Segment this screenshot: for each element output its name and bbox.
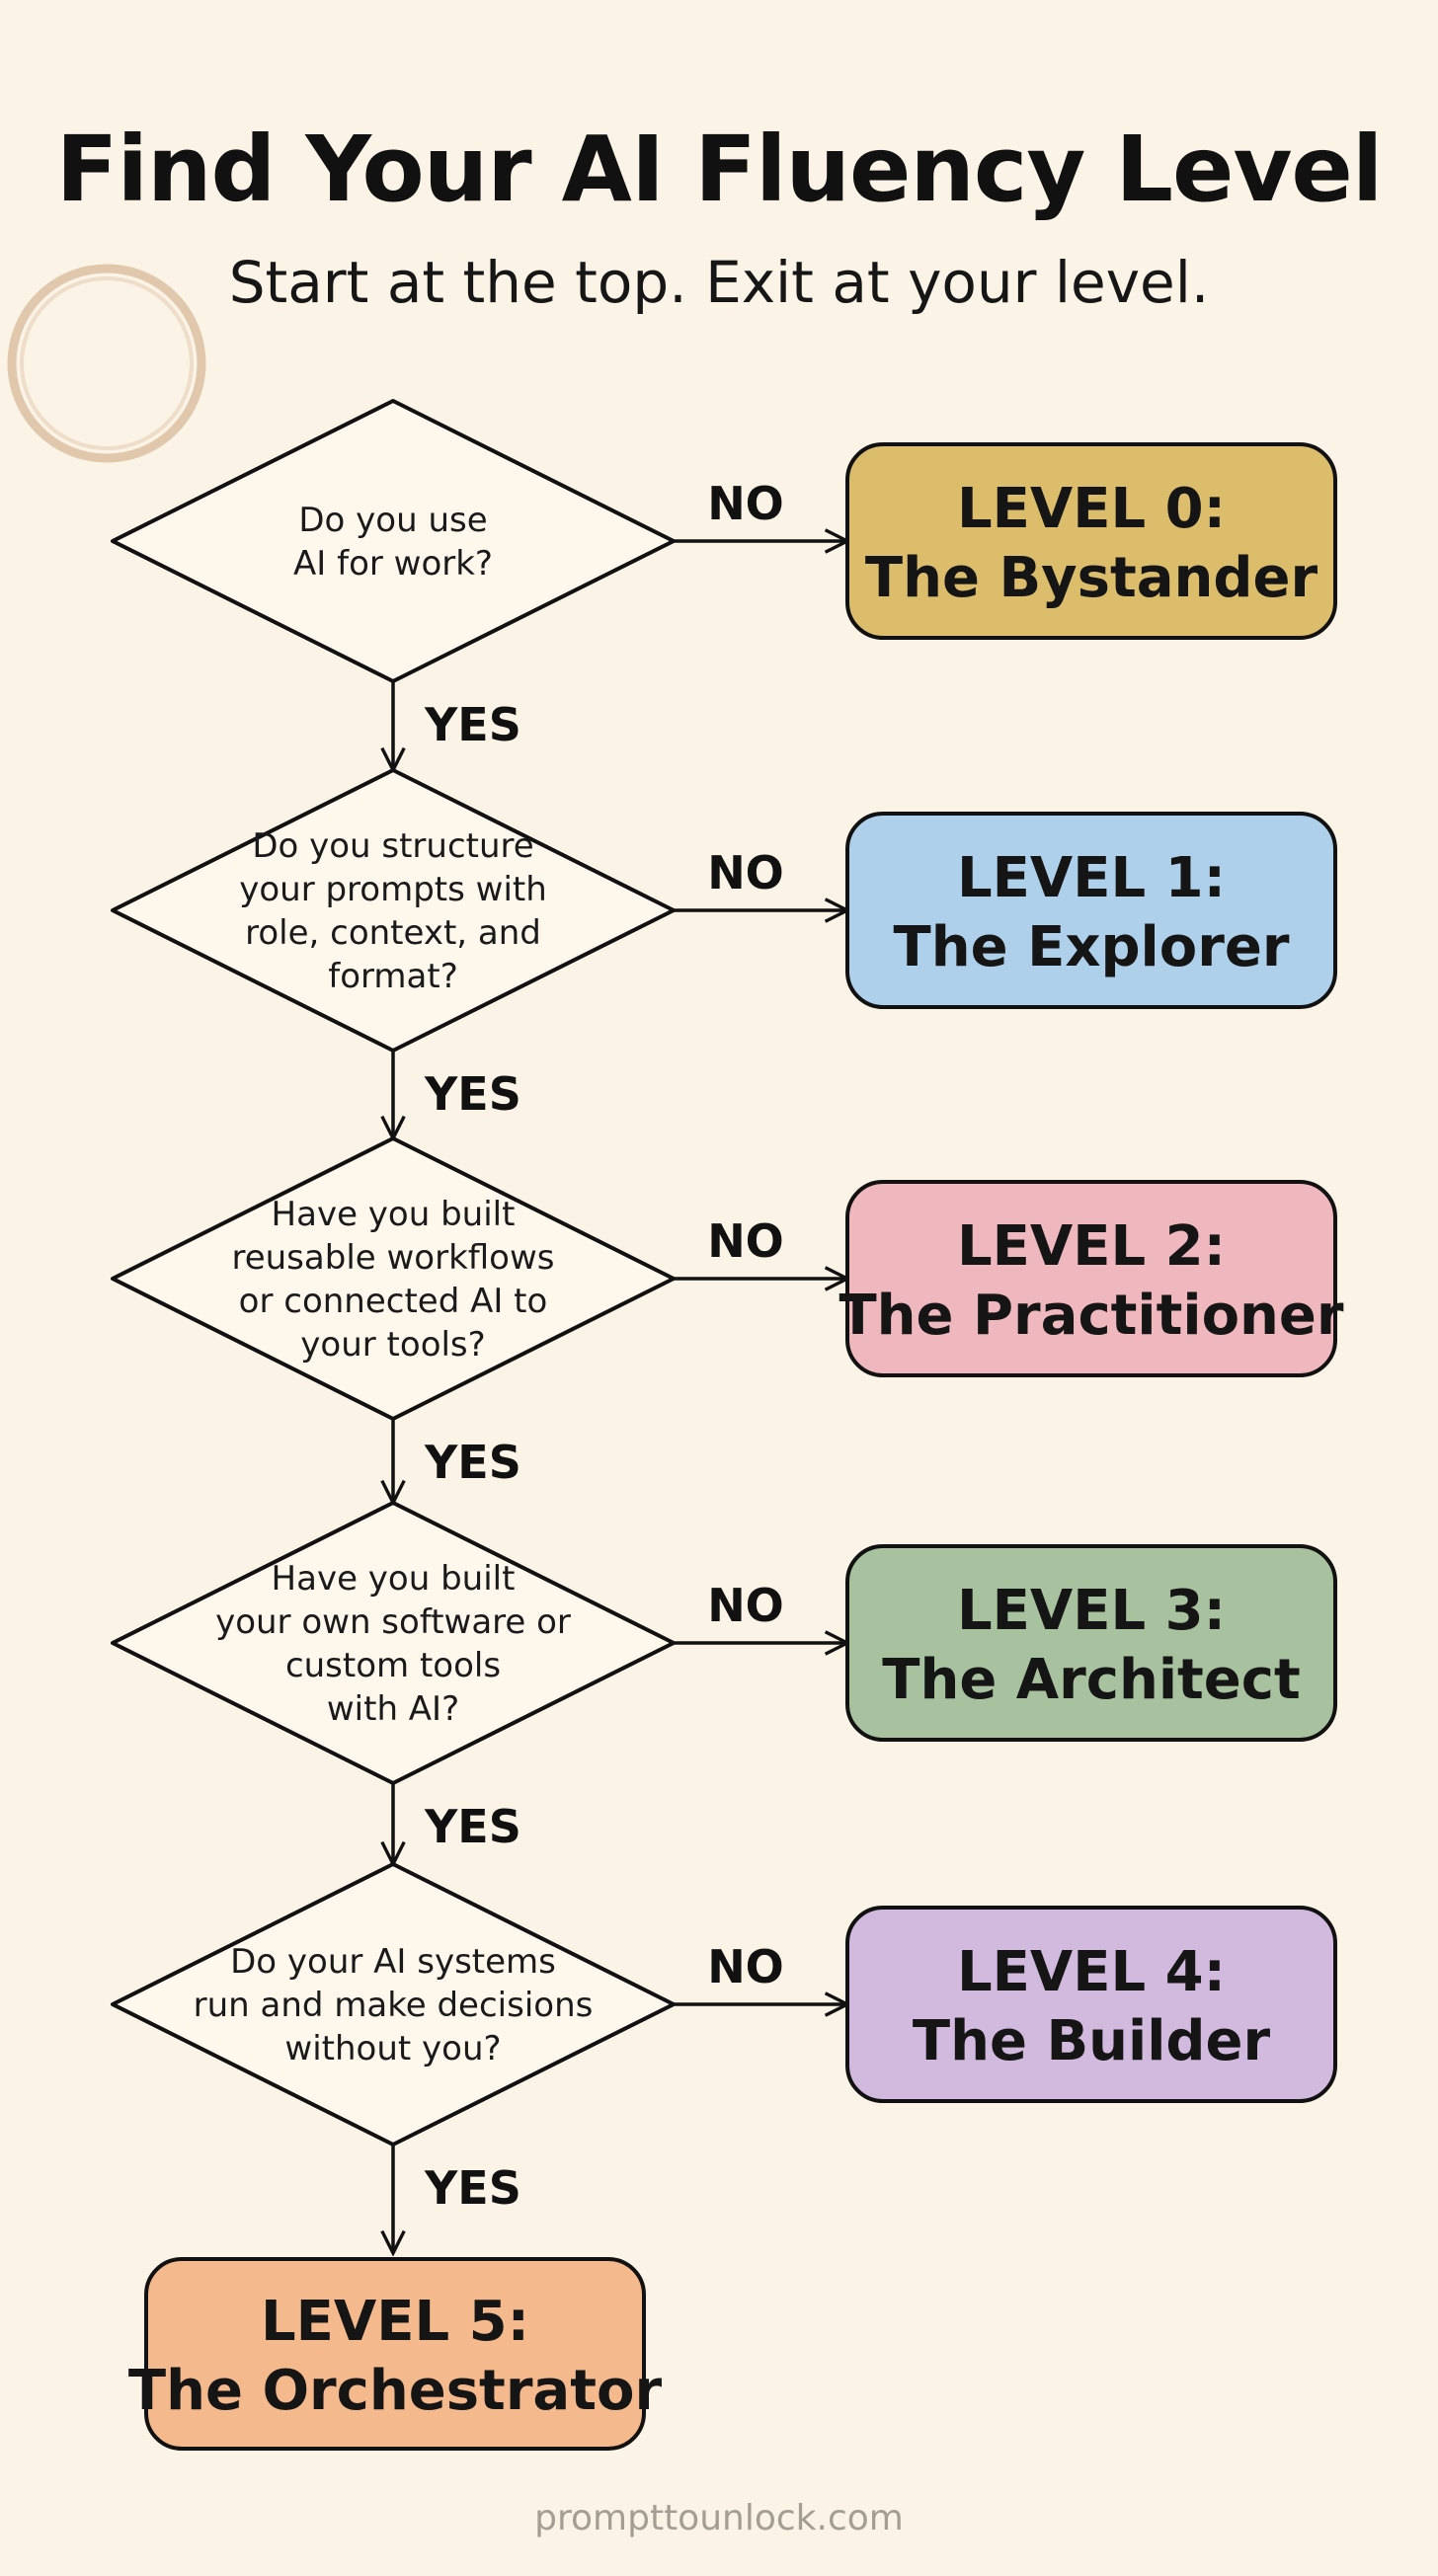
question-text: reusable workflows [231, 1238, 554, 1278]
level-box-shape [845, 1544, 1337, 1742]
question-text: your own software or [215, 1602, 571, 1642]
decision-node-4: Do your AI systems run and make decisions… [111, 1862, 847, 2253]
yes-label: YES [424, 698, 521, 751]
level-box-shape [845, 1906, 1337, 2103]
footer-url: prompttounlock.com [534, 2498, 904, 2538]
yes-label: YES [424, 2161, 521, 2215]
yes-label: YES [424, 1067, 521, 1121]
level-name: The Architect [882, 1648, 1300, 1712]
question-text: Do your AI systems [230, 1942, 556, 1982]
no-label: NO [707, 1940, 784, 1993]
question-text: with AI? [327, 1689, 459, 1729]
decision-diamond [111, 1501, 676, 1785]
question-text: your prompts with [239, 870, 547, 909]
level-box-4: LEVEL 4:The Builder [845, 1906, 1337, 2103]
yes-label: YES [424, 1436, 521, 1489]
level-box-shape [845, 1180, 1337, 1377]
decision-node-2: Have you built reusable workflows or conne… [111, 1136, 847, 1503]
level-name: The Builder [913, 2009, 1271, 2073]
question-text: run and make decisions [194, 1986, 594, 2025]
decision-diamond [111, 399, 676, 683]
level-title: LEVEL 5: [261, 2290, 529, 2354]
level-title: LEVEL 1: [957, 846, 1226, 910]
yes-label: YES [424, 1800, 521, 1853]
question-text: role, context, and [245, 913, 541, 953]
no-label: NO [707, 846, 784, 899]
level-box-shape [144, 2257, 646, 2451]
level-title: LEVEL 0: [957, 477, 1226, 541]
decision-diamond [111, 768, 676, 1053]
page-subtitle: Start at the top. Exit at your level. [228, 249, 1210, 316]
level-name: The Explorer [894, 915, 1290, 979]
question-text: Have you built [272, 1559, 516, 1599]
level-box-shape [845, 812, 1337, 1009]
level-box-3: LEVEL 3:The Architect [845, 1544, 1337, 1742]
level-name: The Bystander [865, 546, 1318, 610]
level-name: The Practitioner [839, 1284, 1343, 1348]
level-box-0: LEVEL 0:The Bystander [845, 442, 1337, 640]
level-title: LEVEL 3: [957, 1579, 1226, 1643]
level-name: The Orchestrator [128, 2359, 663, 2423]
no-label: NO [707, 477, 784, 530]
decision-diamond [111, 1136, 676, 1421]
question-text: AI for work? [293, 544, 493, 584]
coffee-stain-decoration [7, 264, 206, 463]
no-label: NO [707, 1214, 784, 1268]
decision-node-1: Do you structure your prompts with role, c… [111, 768, 847, 1138]
question-text: Do you use [298, 501, 487, 540]
decision-node-0: Do you use AI for work? NO YES [111, 399, 847, 770]
level-title: LEVEL 4: [957, 1940, 1226, 2004]
level-box-1: LEVEL 1:The Explorer [845, 812, 1337, 1009]
question-text: or connected AI to [239, 1282, 548, 1321]
page-title: Find Your AI Fluency Level [55, 117, 1384, 222]
level-box-5: LEVEL 5:The Orchestrator [128, 2257, 663, 2451]
question-text: Do you structure [252, 826, 533, 866]
question-text: without you? [284, 2029, 501, 2069]
question-text: format? [328, 957, 457, 996]
level-box-2: LEVEL 2:The Practitioner [839, 1180, 1344, 1377]
no-label: NO [707, 1579, 784, 1632]
question-text: your tools? [300, 1325, 485, 1365]
question-text: custom tools [285, 1646, 501, 1685]
level-box-shape [845, 442, 1337, 640]
question-text: Have you built [272, 1195, 516, 1234]
level-title: LEVEL 2: [957, 1214, 1226, 1279]
